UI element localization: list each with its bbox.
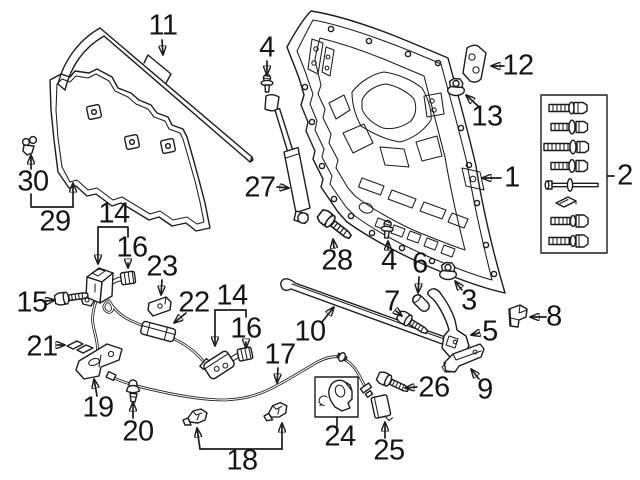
release-cable-drawing [105,352,374,402]
callout-30[interactable]: 30 [17,165,49,198]
handle-pad-drawing [370,394,394,422]
bumper-cylinder-drawing [412,294,430,312]
callout-27[interactable]: 27 [244,171,276,204]
wire-connector-drawing [119,270,137,286]
retainer-clip-drawing [508,304,528,328]
cable-clip-left-drawing [182,408,208,426]
mount-nut-drawing [447,77,465,97]
callout-4-top[interactable]: 4 [259,31,275,64]
callout-15[interactable]: 15 [16,286,48,319]
front-seal-rod-drawing [280,278,464,350]
insulation-pad-drawing [49,68,211,232]
callout-5[interactable]: 5 [482,315,498,348]
callout-26[interactable]: 26 [418,371,450,404]
callout-25[interactable]: 25 [373,434,405,467]
rear-seal-strip-drawing [57,27,254,163]
callout-22[interactable]: 22 [178,286,210,319]
hinge-bracket-drawing [441,343,485,373]
cable-clip-right-drawing [261,401,290,422]
callout-11[interactable]: 11 [148,9,178,42]
callout-6[interactable]: 6 [412,247,428,280]
callout-13[interactable]: 13 [471,100,503,133]
leader-lines [31,39,615,450]
callout-1[interactable]: 1 [504,161,520,194]
callout-12[interactable]: 12 [502,49,534,82]
callout-14-right[interactable]: 14 [216,279,248,312]
callout-20[interactable]: 20 [122,415,154,448]
callout-3[interactable]: 3 [461,284,477,317]
callout-16-left[interactable]: 16 [116,231,148,264]
callout-14-left[interactable]: 14 [98,197,130,230]
callout-4-bottom[interactable]: 4 [381,244,397,277]
callout-24[interactable]: 24 [324,420,356,453]
latch-switch-drawing [203,350,241,380]
hardware-kit-drawing [540,94,608,254]
flat-clip-drawing [66,340,94,354]
callout-29[interactable]: 29 [39,205,71,238]
cable-junction-drawing [140,320,177,343]
callout-28[interactable]: 28 [321,244,353,277]
callout-2[interactable]: 2 [617,159,633,192]
wire-connector2-drawing [236,345,254,363]
callout-19[interactable]: 19 [82,391,114,424]
stud-bolt-top-drawing [260,73,274,93]
striker-plate-drawing [462,44,487,83]
callout-8[interactable]: 8 [546,300,562,333]
callout-9[interactable]: 9 [477,373,493,406]
gas-strut-drawing [264,94,311,225]
callout-18[interactable]: 18 [226,444,258,477]
callout-17[interactable]: 17 [264,338,296,371]
callout-7[interactable]: 7 [384,285,400,318]
callout-23[interactable]: 23 [146,250,178,283]
cable-clip-drawing [147,296,172,317]
hood-latch-drawing [80,267,122,307]
bracket-screw-drawing [374,369,412,397]
callout-21[interactable]: 21 [26,330,58,363]
grommet-pin-drawing [125,379,141,403]
pad-clip-drawing [21,135,38,156]
release-handle-drawing [314,376,359,418]
cable-bracket-drawing [75,343,123,380]
flange-nut-drawing [439,261,457,281]
callout-16-right[interactable]: 16 [230,312,262,345]
callout-10[interactable]: 10 [294,315,326,348]
